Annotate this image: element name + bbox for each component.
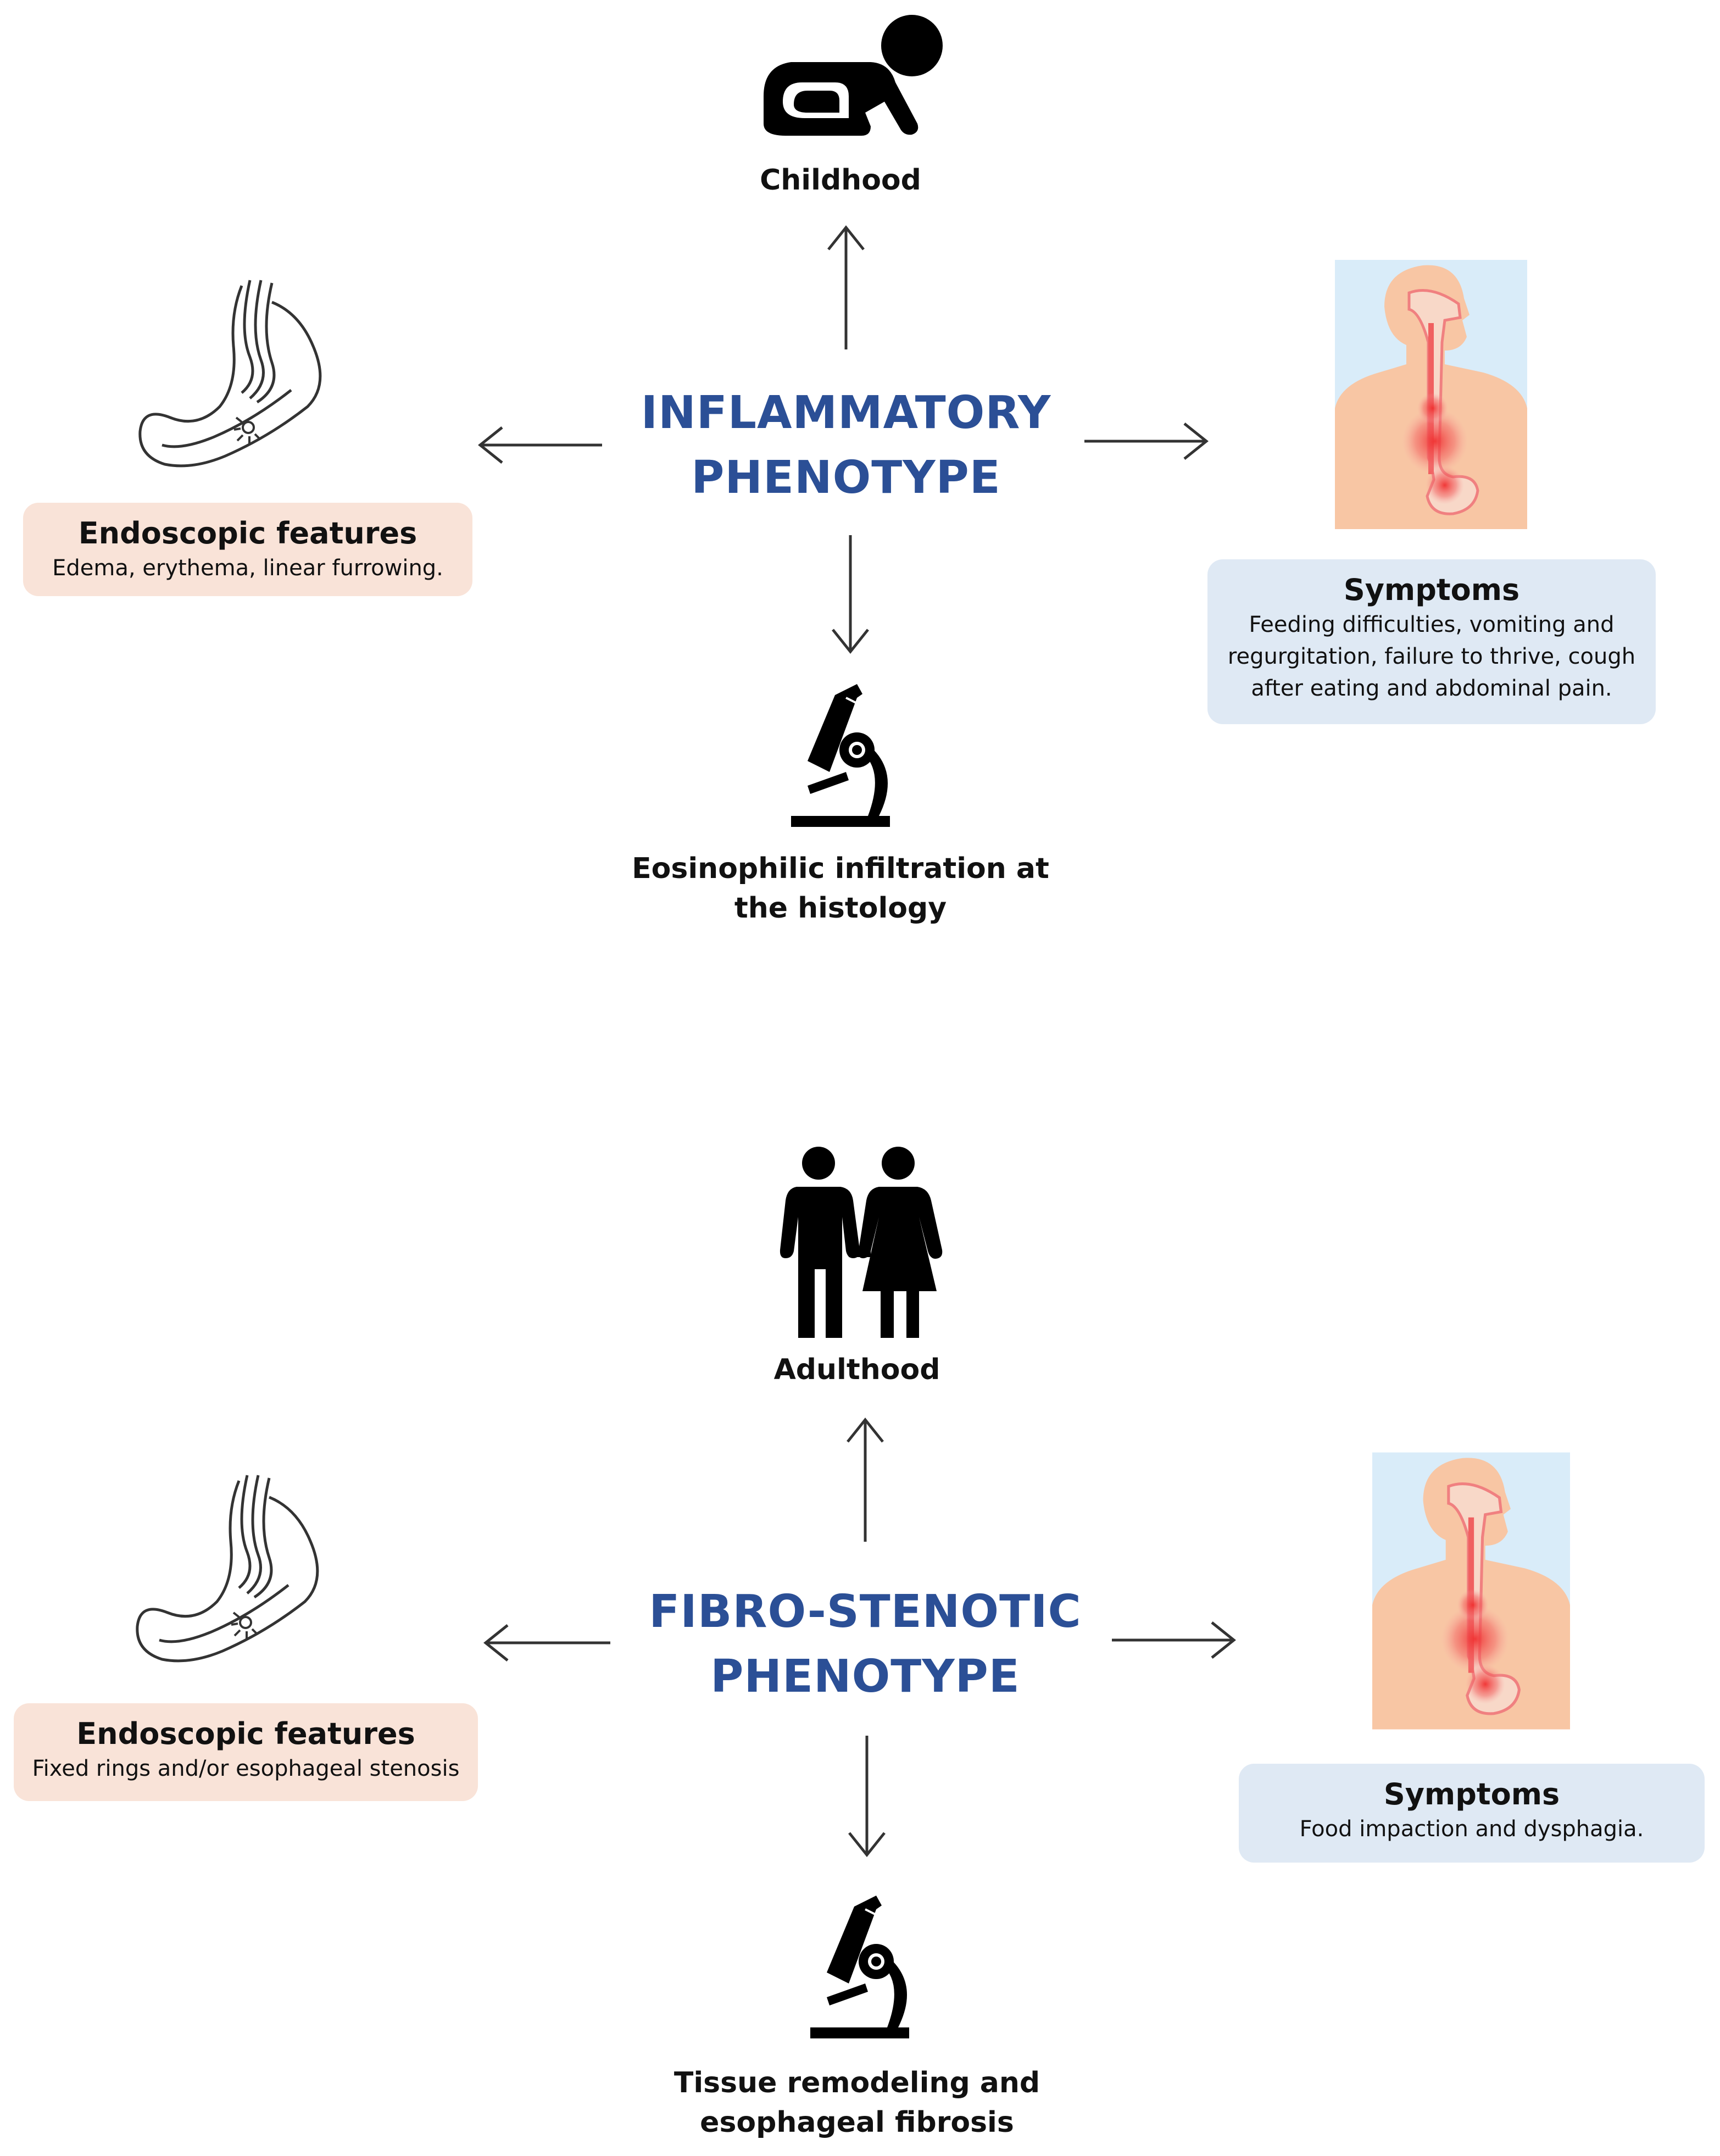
inflammatory-phenotype-title: INFLAMMATORY PHENOTYPE [571, 381, 1121, 510]
childhood-label: Childhood [760, 164, 921, 197]
phenotype-title-line1: FIBRO-STENOTIC [649, 1586, 1082, 1638]
inflammatory-histology-caption: Eosinophilic infiltration at the histolo… [610, 849, 1071, 928]
fibrostenotic-histology-caption: Tissue remodeling and esophageal fibrosi… [637, 2063, 1077, 2142]
endoscopic-title: Endoscopic features [78, 516, 418, 551]
endoscopic-text: Edema, erythema, linear furrowing. [52, 555, 443, 581]
arrow-left-endoscopic [477, 426, 602, 464]
inflammatory-symptoms-box: Symptoms Feeding difficulties, vomiting … [1207, 559, 1656, 724]
histology-line1: Eosinophilic infiltration at [632, 852, 1049, 885]
stomach-endoscope-icon [138, 280, 322, 468]
phenotype-title-line2: PHENOTYPE [710, 1651, 1020, 1703]
symptoms-title: Symptoms [1383, 1777, 1560, 1812]
stomach-endoscope-icon [136, 1475, 319, 1663]
histology-line2: esophageal fibrosis [700, 2106, 1014, 2139]
arrow-right-symptoms-fibro [1112, 1621, 1237, 1659]
symptoms-title: Symptoms [1343, 573, 1520, 607]
phenotype-title-line1: INFLAMMATORY [641, 387, 1051, 439]
microscope-icon [810, 1896, 909, 2038]
fibrostenotic-symptoms-box: Symptoms Food impaction and dysphagia. [1239, 1764, 1705, 1863]
endoscopic-text: Fixed rings and/or esophageal stenosis [32, 1756, 460, 1781]
symptoms-text: Food impaction and dysphagia. [1299, 1816, 1644, 1842]
arrow-left-endoscopic-fibro [483, 1624, 610, 1662]
fibrostenotic-phenotype-title: FIBRO-STENOTIC PHENOTYPE [591, 1580, 1140, 1709]
inflammatory-endoscopic-box: Endoscopic features Edema, erythema, lin… [23, 503, 472, 596]
adult-couple-icon [780, 1147, 943, 1338]
arrow-up-childhood [827, 225, 865, 349]
microscope-icon [791, 684, 890, 827]
adulthood-label: Adulthood [773, 1353, 940, 1386]
arrow-right-symptoms [1084, 423, 1209, 460]
symptoms-text: Feeding difficulties, vomiting and regur… [1227, 612, 1636, 701]
upper-body-anatomy-icon [1372, 1452, 1570, 1730]
arrow-down-histology-fibro [848, 1736, 886, 1858]
histology-line1: Tissue remodeling and [673, 2066, 1040, 2099]
crawling-baby-icon [764, 15, 943, 136]
arrow-up-adulthood [847, 1417, 884, 1542]
fibrostenotic-endoscopic-box: Endoscopic features Fixed rings and/or e… [14, 1703, 478, 1801]
arrow-down-histology [832, 535, 869, 654]
upper-body-anatomy-icon [1335, 260, 1527, 529]
phenotype-title-line2: PHENOTYPE [691, 452, 1001, 504]
endoscopic-title: Endoscopic features [76, 1716, 415, 1751]
histology-line2: the histology [734, 892, 947, 925]
